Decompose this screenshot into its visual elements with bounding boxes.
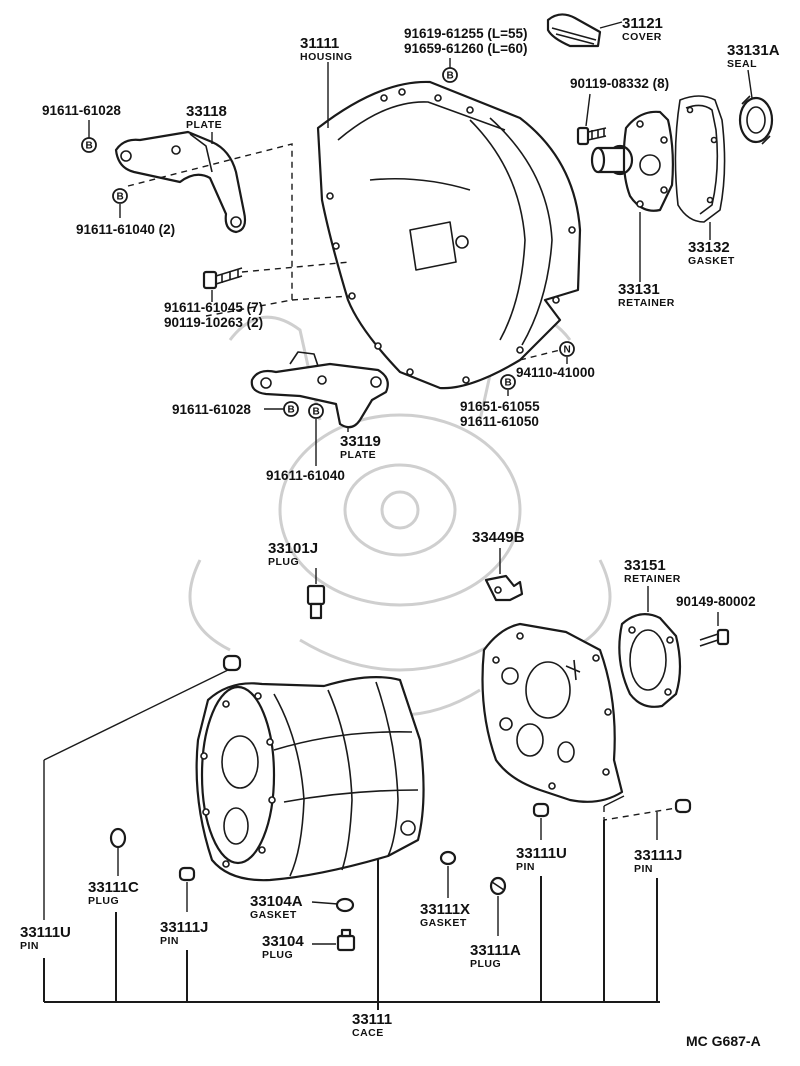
- retainer-front-label: RETAINER: [618, 297, 675, 309]
- gasket-x-label: GASKET: [420, 917, 467, 929]
- pin-u2-number: 33111U: [516, 845, 567, 862]
- cover-label: COVER: [622, 31, 662, 43]
- plate2-bolt-a: 91611-61028: [172, 402, 251, 417]
- housing-31111: [316, 80, 582, 390]
- pin-top-left: [222, 654, 242, 672]
- bolt-symbol-letter: B: [313, 407, 320, 418]
- bolt-symbol: [283, 401, 299, 417]
- bolt-symbol: [442, 67, 458, 83]
- case-rear-section: [481, 622, 624, 803]
- mount-bolt: [202, 267, 243, 290]
- bolt-symbol: [112, 188, 128, 204]
- gasket-a-number: 33104A: [250, 893, 303, 910]
- plate-bolt-a: 91611-61028: [42, 103, 121, 118]
- gasket-front-label: GASKET: [688, 255, 735, 267]
- bolt-symbol: [81, 137, 97, 153]
- plate-upper-label: PLATE: [186, 119, 222, 131]
- plug-left-number: 33111C: [88, 879, 139, 896]
- bolt-symbol: [308, 403, 324, 419]
- seal-number: 33131A: [727, 42, 780, 59]
- pin-left-number: 33111U: [20, 924, 71, 941]
- rear-bolt: [699, 628, 730, 647]
- housing-label: HOUSING: [300, 51, 353, 63]
- mount-bolt-1: 91611-61045 (7): [164, 300, 263, 315]
- gasket-33111X: [439, 850, 457, 866]
- plate-33118: [114, 130, 247, 234]
- case-label: CACE: [352, 1027, 384, 1039]
- assembly-bracket: [43, 820, 660, 1003]
- housing-number: 31111: [300, 35, 339, 52]
- nut-label: 94110-41000: [516, 365, 595, 380]
- seal-33131A: [738, 95, 774, 145]
- gasket-front-number: 33132: [688, 239, 730, 256]
- plug-a-label: PLUG: [470, 958, 501, 970]
- gasket-x-number: 33111X: [420, 901, 470, 918]
- mount-bolt-2: 90119-10263 (2): [164, 315, 263, 330]
- plug-33111C: [109, 827, 127, 849]
- bolt-symbol-letter: B: [86, 141, 93, 152]
- plug-b-number: 33104: [262, 933, 304, 950]
- retainer-33151: [618, 613, 682, 708]
- bolt-symbol-letter: B: [505, 378, 512, 389]
- plate-lower-number: 33119: [340, 433, 381, 450]
- pin-mid-label: PIN: [160, 935, 179, 947]
- diagram-code: MC G687-A: [686, 1033, 761, 1049]
- plug-left-label: PLUG: [88, 895, 119, 907]
- rear-bolt-label: 90149-80002: [676, 594, 756, 609]
- cover-bolt-2: 91659-61260 (L=60): [404, 41, 527, 56]
- plug-top-label: PLUG: [268, 556, 299, 568]
- gasket-33104A: [335, 897, 355, 913]
- clip-33449B: [484, 574, 524, 602]
- plate-bolt-b: 91611-61040 (2): [76, 222, 175, 237]
- plate-33119: [250, 351, 389, 429]
- plug-a-number: 33111A: [470, 942, 521, 959]
- case-33111: [195, 676, 425, 882]
- case-number: 33111: [352, 1011, 392, 1028]
- retainer-bolt: [576, 126, 607, 146]
- bolt-symbol-letter: B: [117, 192, 124, 203]
- plug-33101J: [306, 584, 326, 620]
- cover-bolt-1: 91619-61255 (L=55): [404, 26, 527, 41]
- bolt-symbol: [500, 374, 516, 390]
- plate-lower-label: PLATE: [340, 449, 376, 461]
- bolt-symbol-letter: B: [288, 405, 295, 416]
- pin-33111J-left: [178, 866, 196, 882]
- cover-31121: [546, 13, 602, 48]
- pin-33111J-right: [674, 798, 692, 814]
- plug-33111A: [489, 876, 507, 896]
- retainer-bolt-label: 90119-08332 (8): [570, 76, 669, 91]
- retainer-rear-label: RETAINER: [624, 573, 681, 585]
- case-bolt-1: 91651-61055: [460, 399, 540, 414]
- nut-symbol: [559, 341, 575, 357]
- pin-j2-label: PIN: [634, 863, 653, 875]
- retainer-rear-number: 33151: [624, 557, 666, 574]
- plate2-bolt-b: 91611-61040: [266, 468, 345, 483]
- seal-label: SEAL: [727, 58, 757, 70]
- gasket-33132: [674, 95, 726, 223]
- pin-j2-number: 33111J: [634, 847, 682, 864]
- pin-u2-label: PIN: [516, 861, 535, 873]
- pin-33111U-right: [532, 802, 550, 818]
- plug-33104: [336, 928, 356, 952]
- bolt-symbol-letter: B: [447, 71, 454, 82]
- nut-symbol-letter: N: [564, 345, 571, 356]
- retainer-33131: [590, 110, 674, 212]
- case-bolt-2: 91611-61050: [460, 414, 539, 429]
- cover-number: 31121: [622, 15, 663, 32]
- gasket-a-label: GASKET: [250, 909, 297, 921]
- plug-top-number: 33101J: [268, 540, 318, 557]
- plug-b-label: PLUG: [262, 949, 293, 961]
- clip-number: 33449B: [472, 529, 525, 546]
- pin-left-label: PIN: [20, 940, 39, 952]
- retainer-front-number: 33131: [618, 281, 660, 298]
- pin-mid-number: 33111J: [160, 919, 208, 936]
- plate-upper-number: 33118: [186, 103, 227, 120]
